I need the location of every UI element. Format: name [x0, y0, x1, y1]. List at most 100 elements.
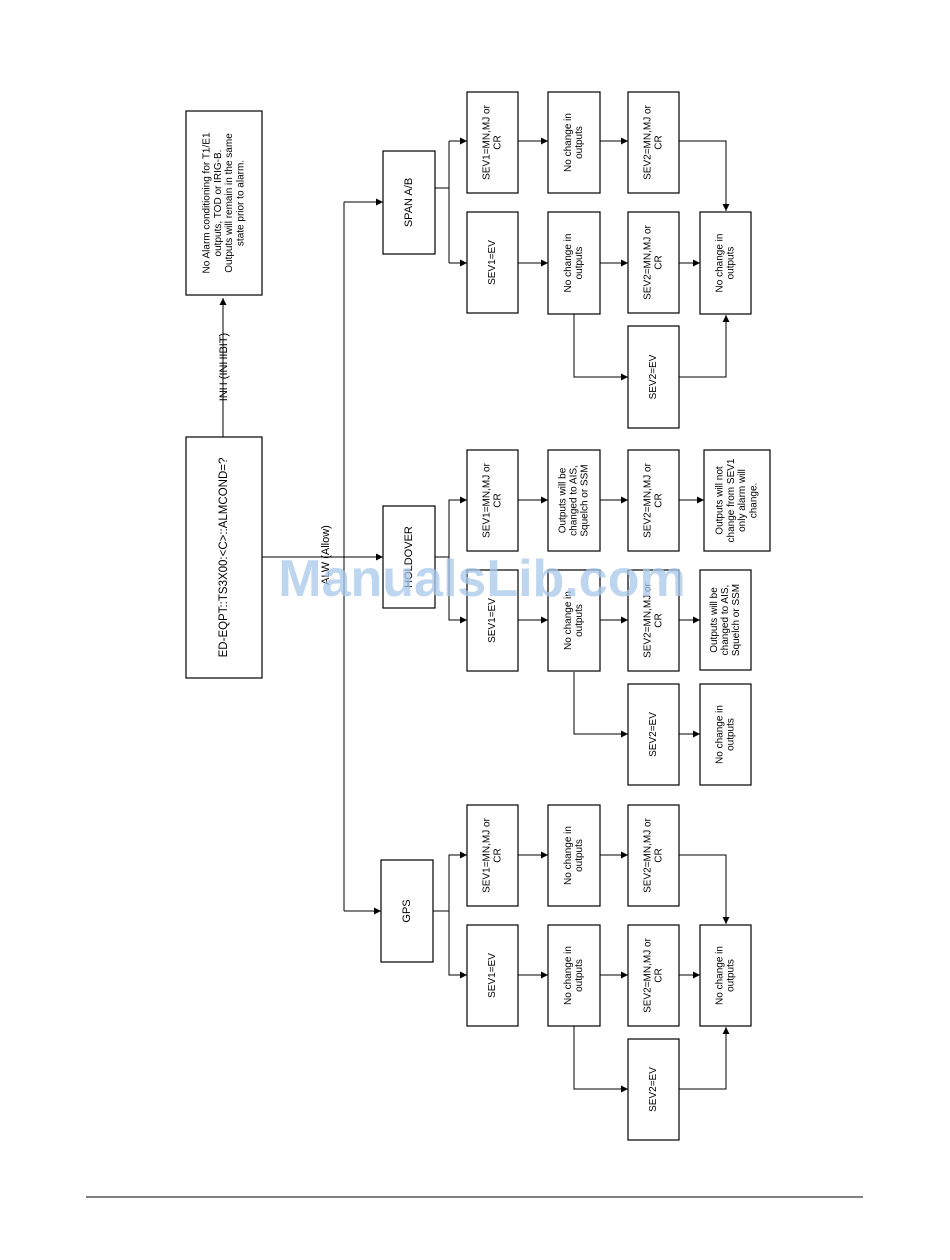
- hold-sev2-mn-mid-box-outline: [627, 569, 680, 672]
- root-box-outline: [185, 436, 263, 679]
- inhibit-label: INH (INHIBIT): [218, 333, 230, 401]
- hold-mn-changed-box-text-line: Squelch or SSM: [580, 464, 591, 536]
- span-mn-nochange-box-outline: [547, 91, 601, 194]
- holdover-box-text-line: HOLDOVER: [403, 526, 415, 588]
- arrow-gps-ev-sev2ev: [573, 1026, 628, 1093]
- allow-label: ALW (Allow): [320, 525, 332, 585]
- hold-sev2-ev-box-outline: [627, 683, 680, 786]
- gps-sev2-ev-box: SEV2=EV: [627, 1038, 680, 1141]
- hold-ev-changed-box-text-line: Squelch or SSM: [731, 584, 742, 656]
- gps-final-box-text-line: outputs: [726, 959, 737, 992]
- hold-mn-changed-box-outline: [547, 449, 601, 552]
- span-ev-nochange-box-text-line: No change in: [563, 234, 574, 293]
- span-sev2-mn-mid-box-text-line: SEV2=MN,MJ or: [642, 224, 653, 299]
- span-sev2-ev-box: SEV2=EV: [627, 325, 680, 429]
- hold-mn-changed-box-text-line: Outputs will be: [557, 467, 568, 533]
- gps-final-box-text-line: No change in: [714, 946, 725, 1005]
- inhibit-result-box-text-line: outputs, TOD or IRIG-B.: [213, 150, 224, 257]
- span-mn-nochange-box-text-line: No change in: [563, 113, 574, 172]
- hold-ev-changed-box-text-line: changed to AIS,: [720, 585, 731, 656]
- hold-mn-changed-box-text-line: changed to AIS,: [569, 465, 580, 536]
- hold-ev-nochange-box-outline: [547, 569, 601, 672]
- hold-ev-final-box-text-line: outputs: [726, 718, 737, 751]
- span-sev1-ev-box-outline: [466, 211, 519, 314]
- span-sev1-ev-box: SEV1=EV: [466, 211, 519, 314]
- span-sev2-ev-box-outline: [627, 325, 680, 429]
- arrow-span-ev-sev2ev: [573, 314, 628, 381]
- span-sev1-mn-box-outline: [466, 91, 519, 194]
- span-box-outline: [382, 150, 436, 255]
- hold-ev-final-box-outline: [699, 683, 752, 786]
- hold-sev2-ev-box-text-line: SEV2=EV: [648, 712, 659, 757]
- gps-ev-nochange-box-text-line: No change in: [563, 946, 574, 1005]
- hold-ev-changed-box-outline: [699, 569, 752, 671]
- inhibit-result-box-outline: [185, 110, 263, 296]
- gps-sev2-mn-mid-box-text-line: SEV2=MN,MJ or: [642, 937, 653, 1012]
- arrow-span-sev2-final: [679, 140, 730, 211]
- hold-sev2-mn-top-box-text-line: SEV2=MN,MJ or: [642, 462, 653, 537]
- gps-sev1-mn-box-text-line: CR: [493, 848, 504, 862]
- gps-sev2-mn-top-box-text-line: SEV2=MN,MJ or: [642, 817, 653, 892]
- arrow-span-sev2ev-final: [679, 315, 730, 378]
- arrow-gps-sev2-final: [679, 854, 730, 924]
- hold-not-change-box-text-line: change.: [748, 483, 759, 519]
- gps-mn-nochange-box-text-line: outputs: [574, 839, 585, 872]
- span-box-text-line: SPAN A/B: [403, 178, 415, 227]
- hold-sev2-mn-mid-box-text-line: CR: [654, 613, 665, 627]
- hold-not-change-box-text-line: only alarm will: [737, 469, 748, 532]
- hold-ev-final-box-text-line: No change in: [714, 705, 725, 764]
- gps-final-box-outline: [699, 924, 752, 1027]
- gps-sev2-mn-mid-box-text-line: CR: [654, 968, 665, 982]
- root-box-text-line: ED-EQPT::TS3X00:<C>::ALMCOND=?: [218, 458, 230, 658]
- watermark: ManualsLib.com: [278, 550, 685, 608]
- gps-box-outline: [380, 859, 434, 963]
- inhibit-result-box-text-line: No Alarm conditioning for T1/E1: [202, 132, 213, 273]
- span-ev-nochange-box-text-line: outputs: [574, 247, 585, 280]
- inhibit-result-box-text-line: Outputs will remain in the same: [224, 133, 235, 273]
- span-sev2-ev-box-text-line: SEV2=EV: [648, 354, 659, 399]
- arrow-hold-ev-sev2ev: [573, 672, 628, 738]
- hold-sev1-ev-box-outline: [466, 569, 519, 672]
- hold-not-change-box-text-line: change from SEV1: [726, 458, 737, 542]
- inhibit-result-box-text-line: state prior to alarm.: [235, 160, 246, 246]
- connector-lines: [219, 137, 730, 1093]
- gps-box-text-line: GPS: [401, 899, 413, 922]
- hold-sev1-ev-box-text-line: SEV1=EV: [487, 598, 498, 643]
- arrow-gps-sev2ev-final: [679, 1027, 730, 1090]
- span-sev1-mn-box-text-line: CR: [493, 135, 504, 149]
- span-fork: [435, 187, 450, 263]
- span-final-box-text-line: No change in: [714, 234, 725, 293]
- gps-sev1-mn-box-text-line: SEV1=MN,MJ or: [481, 817, 492, 892]
- arrow-hold-sev1ev: [448, 557, 467, 624]
- gps-mn-nochange-box-text-line: No change in: [563, 826, 574, 885]
- span-sev1-ev-box-text-line: SEV1=EV: [487, 240, 498, 285]
- hold-not-change-box-outline: [703, 449, 771, 552]
- arrow-gps-sev1ev: [448, 911, 467, 979]
- hold-sev2-mn-mid-box-text-line: SEV2=MN,MJ or: [642, 582, 653, 657]
- hold-sev1-mn-box-text-line: CR: [493, 493, 504, 507]
- gps-sev2-mn-top-box-text-line: CR: [654, 848, 665, 862]
- span-mn-nochange-box-text-line: outputs: [574, 126, 585, 159]
- gps-ev-nochange-box-text-line: outputs: [574, 959, 585, 992]
- gps-ev-nochange-box-outline: [547, 924, 601, 1027]
- span-sev2-mn-mid-box-text-line: CR: [654, 255, 665, 269]
- gps-fork: [433, 851, 467, 912]
- hold-ev-nochange-box-text-line: outputs: [574, 604, 585, 637]
